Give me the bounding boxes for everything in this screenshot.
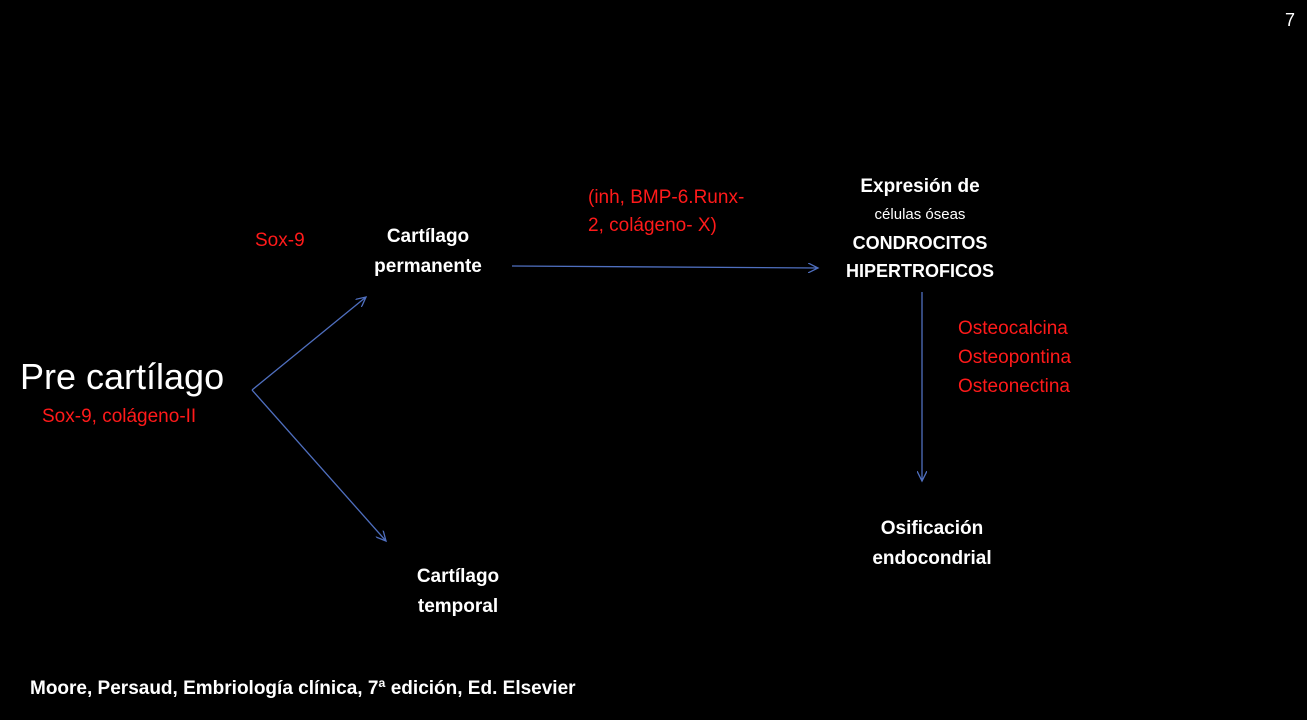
expression-line4: HIPERTROFICOS — [845, 261, 994, 281]
inhibitors-line1: (inh, BMP-6.Runx- — [588, 187, 745, 208]
citation: Moore, Persaud, Embriología clínica, 7ª … — [30, 678, 576, 699]
ossification-line1: Osificación — [880, 518, 984, 539]
pre-cartilage-markers: Sox-9, colágeno-II — [42, 406, 197, 427]
arrow-to-permanent — [251, 297, 366, 391]
pre-cartilage-title: Pre cartílago — [20, 356, 225, 397]
expression-line2: células óseas — [874, 206, 966, 223]
arrow-to-temporal — [251, 389, 386, 541]
expression-line1: Expresión de — [860, 176, 980, 197]
permanent-cartilage-line1: Cartílago — [386, 226, 470, 247]
endochondral-ossification-node: Osificación endocondrial — [842, 514, 1022, 574]
bone-marker-item: Osteonectina — [958, 376, 1070, 397]
hypertrophic-chondrocytes-node: Expresión de células óseas CONDROCITOS H… — [820, 173, 1020, 285]
sox9-label: Sox-9 — [255, 230, 305, 251]
ossification-line2: endocondrial — [872, 548, 992, 569]
permanent-cartilage-node: Cartílago permanente — [358, 222, 498, 282]
bone-marker-item: Osteopontina — [958, 347, 1072, 368]
permanent-cartilage-line2: permanente — [374, 256, 482, 277]
bone-marker-item: Osteocalcina — [958, 318, 1068, 339]
inhibitors-label: (inh, BMP-6.Runx- 2, colágeno- X) — [588, 184, 744, 240]
temporary-cartilage-node: Cartílago temporal — [388, 562, 528, 622]
slide-number: 7 — [1284, 10, 1295, 30]
bone-markers-list: Osteocalcina Osteopontina Osteonectina — [958, 314, 1071, 401]
temporary-cartilage-line1: Cartílago — [416, 566, 500, 587]
inhibitors-line2: 2, colágeno- X) — [588, 215, 717, 236]
expression-line3: CONDROCITOS — [852, 233, 988, 253]
temporary-cartilage-line2: temporal — [417, 596, 499, 617]
arrow-to-hypertrophic — [511, 266, 818, 268]
